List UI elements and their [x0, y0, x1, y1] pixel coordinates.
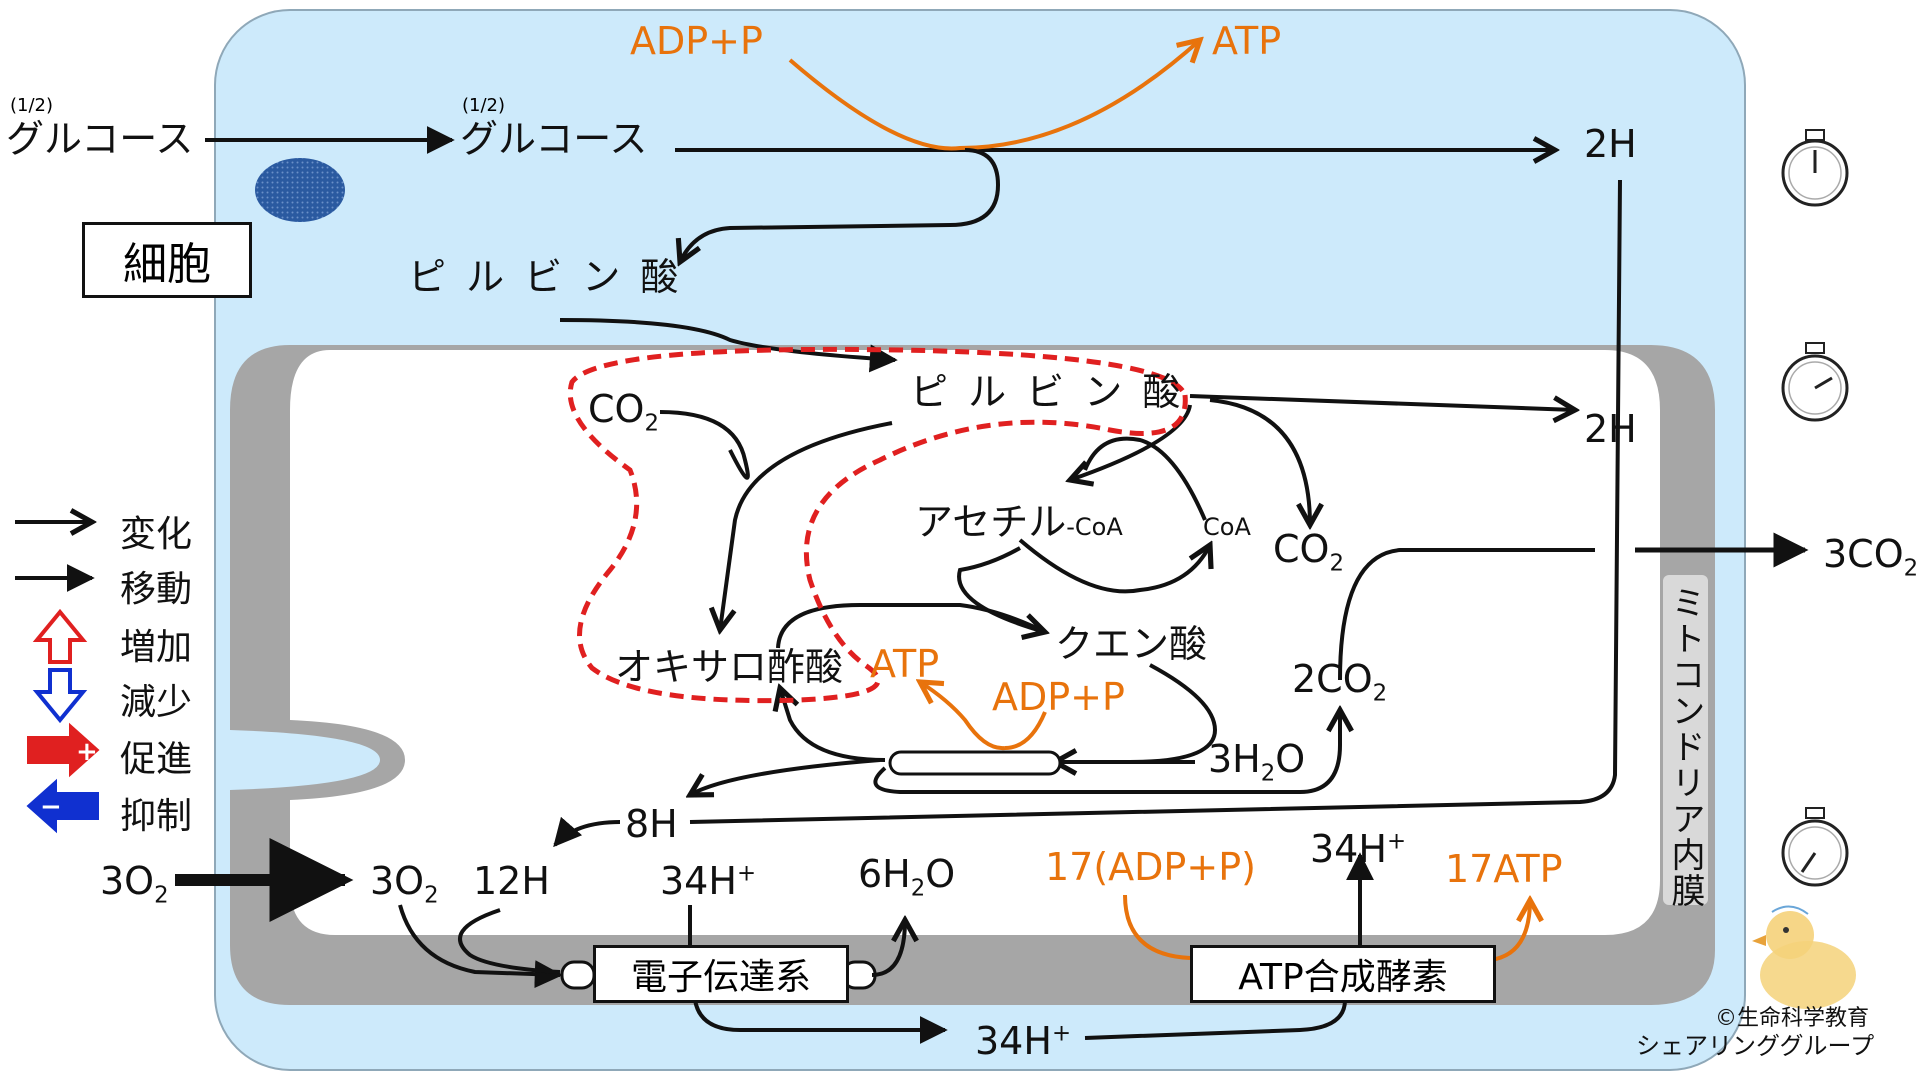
three-o2-outside-label: 3O2	[100, 859, 169, 909]
tube-to-8h-arrow	[690, 758, 881, 795]
glucose-outside-label: グルコース	[6, 117, 194, 161]
h34-to-synthase-line	[1084, 999, 1347, 1040]
oxalo-to-citric-arrow	[776, 602, 1046, 649]
hydrogen-2h-mid: 2H	[1584, 407, 1637, 451]
glucose-to-pyruvate-arrow	[680, 148, 1001, 262]
tca-tube	[888, 750, 1062, 776]
glucose-outside-fraction: (1/2)	[10, 95, 54, 116]
2h-to-8h-line	[689, 179, 1622, 824]
membrane-label-bg	[1663, 575, 1708, 905]
h34-bottom-label: 34H+	[975, 1019, 1072, 1063]
three-h2o-label: 3H2O	[1208, 737, 1306, 787]
up-arrow-icon	[32, 608, 88, 664]
twelve-h-label: 12H	[473, 859, 550, 903]
stopwatch-icon	[1781, 807, 1849, 887]
six-h2o-label: 6H2O	[858, 852, 956, 902]
pyruvate-to-co2-arrow	[1209, 398, 1310, 525]
legend-label-inhibit: 抑制	[120, 796, 193, 837]
etc-to-h34-arrow	[693, 999, 948, 1044]
hydrogen-2h-top: 2H	[1584, 122, 1637, 166]
atp17-label: 17ATP	[1445, 847, 1563, 891]
promote-plus-icon: +	[76, 737, 98, 767]
pyruvate-mito-label: ピ ル ビ ン 酸	[910, 370, 1185, 414]
o2-to-etc-arrow	[398, 904, 563, 989]
glycolysis-atp-curve	[788, 40, 1200, 151]
glycolysis-atp-label: ATP	[1212, 19, 1282, 63]
tca-atp-label: ATP	[870, 642, 940, 686]
adp17-label: 17(ADP+P)	[1045, 845, 1256, 889]
legend-label-increase: 増加	[120, 627, 193, 668]
etc-left-cap	[560, 960, 596, 990]
two-co2-label: 2CO2	[1292, 657, 1388, 707]
acetyl-to-coa-arrow	[1018, 538, 1210, 594]
glycolysis-adp-label: ADP+P	[630, 19, 763, 63]
membrane-label: ミトコンドリア内膜	[1665, 585, 1705, 909]
tca-adp-curve	[1004, 711, 1047, 750]
co2-left-label: CO2	[588, 387, 659, 437]
h34-left-label: 34H+	[660, 859, 757, 903]
three-co2-label: 3CO2	[1823, 532, 1919, 582]
chick-icon	[1752, 905, 1856, 1009]
co2-right-label: CO2	[1273, 527, 1344, 577]
legend-label-decrease: 減少	[120, 682, 193, 723]
stopwatch-icon	[1781, 129, 1849, 207]
promote-arrow-icon	[27, 722, 100, 778]
legend-label-move: 移動	[120, 569, 193, 610]
co2-to-oxalo-arrow	[659, 410, 750, 480]
legend-label-change: 変化	[120, 514, 193, 555]
pyruvate-to-acetyl-arrow	[1070, 404, 1192, 480]
coa-label: CoA	[1203, 513, 1251, 541]
8h-to-12h-arrow	[553, 816, 621, 848]
inhibit-arrow-icon	[26, 778, 99, 834]
acetyl-coa-label: アセチル-CoA	[915, 500, 1123, 544]
pyruvate-to-oxalo-arrow	[720, 421, 893, 630]
stopwatch-icon	[1781, 342, 1849, 422]
inhibit-minus-icon: −	[40, 792, 62, 822]
coa-loop	[1083, 436, 1207, 521]
oxaloacetate-label: オキサロ酢酸	[615, 645, 844, 689]
down-arrow-icon	[32, 668, 88, 724]
eight-h-label: 8H	[625, 802, 678, 846]
acetyl-to-citric-arrow	[957, 546, 1045, 632]
pyruvate-transport-arrow	[559, 318, 898, 373]
tube-to-2co2-arrow	[873, 710, 1340, 794]
glucose-inside-fraction: (1/2)	[462, 95, 506, 116]
etc-to-water-arrow	[871, 920, 905, 977]
citric-acid-label: クエン酸	[1055, 622, 1208, 666]
pyruvate-to-2h-arrow	[1189, 394, 1575, 410]
2co2-to-co2-line	[1338, 548, 1595, 681]
credit-line-1: ©生命科学教育	[1715, 1006, 1870, 1031]
adp17-curve	[1123, 894, 1191, 960]
pyruvate-cytoplasm-label: ピ ル ビ ン 酸	[408, 255, 683, 299]
tca-atp-curve	[920, 682, 1006, 751]
glucose-inside-label: グルコース	[460, 117, 648, 161]
12h-to-etc-arrow	[458, 908, 561, 974]
tca-red-dashed-loop	[567, 346, 1188, 704]
atp-synthase: ATP合成酵素	[1190, 945, 1496, 1003]
atp17-curve	[1489, 900, 1530, 962]
three-o2-inside-label: 3O2	[370, 859, 439, 909]
legend-label-promote: 促進	[120, 739, 193, 780]
credit-line-2: シェアリンググループ	[1636, 1032, 1875, 1060]
h34-right-label: 34H+	[1310, 827, 1407, 871]
nucleus	[255, 158, 345, 222]
tca-adp-label: ADP+P	[992, 675, 1125, 719]
cell-label: 細胞	[82, 222, 252, 298]
electron-transport-chain: 電子伝達系	[593, 945, 849, 1003]
